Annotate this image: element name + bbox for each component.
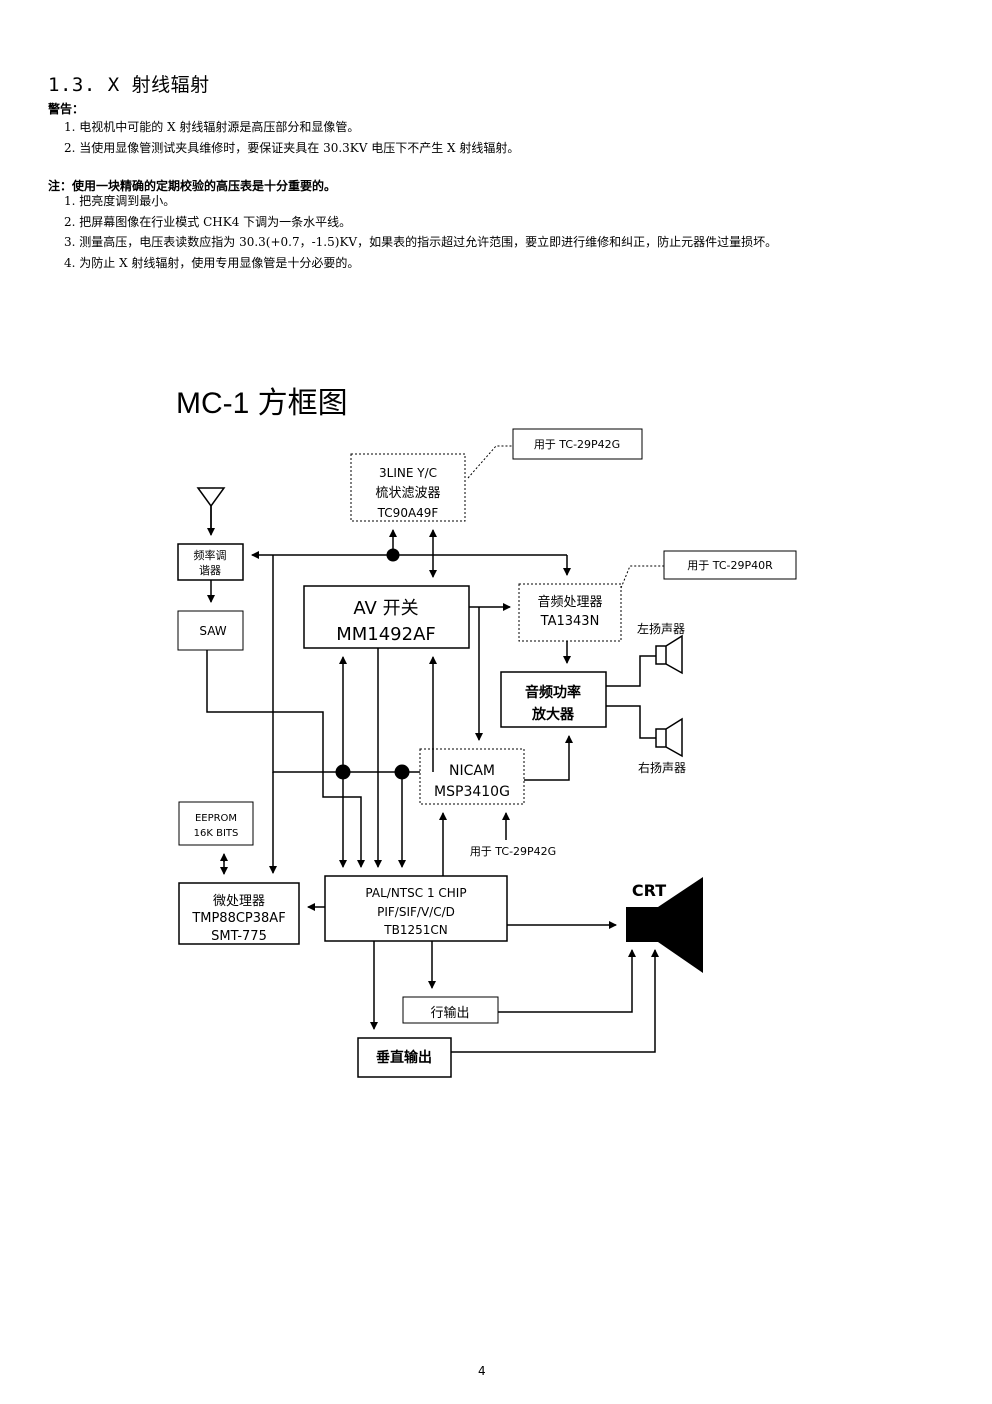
callout-label: 用于 TC-29P42G <box>534 438 620 451</box>
speaker-icon <box>655 717 683 758</box>
chip-label: PIF/SIF/V/C/D <box>377 905 455 919</box>
speaker-icon <box>655 634 683 675</box>
mcu-label: SMT-775 <box>211 929 267 944</box>
eeprom-label: EEPROM <box>195 813 237 824</box>
comb-filter-box <box>350 453 466 522</box>
note-title: 注：使用一块精确的定期校验的高压表是十分重要的。 <box>48 179 337 193</box>
audio-amp-box <box>500 671 607 728</box>
signal-line <box>606 705 656 739</box>
chip-label: TB1251CN <box>383 923 447 937</box>
signal-arrow <box>524 735 573 781</box>
chip-label: PAL/NTSC 1 CHIP <box>365 886 466 900</box>
left-speaker-label: 左扬声器 <box>637 621 685 636</box>
comb-filter-label: TC90A49F <box>377 506 439 520</box>
junction-dot <box>386 548 400 562</box>
signal-arrow <box>206 650 365 868</box>
h-out-label: 行输出 <box>430 1005 469 1021</box>
saw-label: SAW <box>199 624 226 638</box>
audio-processor-label: 音频处理器 <box>537 594 602 610</box>
eeprom-box <box>178 801 254 846</box>
nicam-label: MSP3410G <box>434 784 510 800</box>
callout-pointer <box>467 445 513 479</box>
signal-line <box>606 655 656 687</box>
mcu-label: TMP88CP38AF <box>191 911 285 926</box>
callout-box-tc29p42g <box>512 428 643 460</box>
eeprom-label: 16K BITS <box>194 828 239 839</box>
av-switch-label: AV 开关 <box>353 598 418 619</box>
mcu-label: 微处理器 <box>213 894 265 909</box>
signal-line <box>272 555 343 773</box>
list-item: 2. 当使用显像管测试夹具维修时，要保证夹具在 30.3KV 电压下不产生 X … <box>64 140 520 155</box>
av-switch-box <box>303 585 470 649</box>
audio-processor-box <box>518 583 622 642</box>
junction-dot <box>335 764 351 780</box>
nicam-note-label: 用于 TC-29P42G <box>470 845 556 858</box>
list-item: 1. 电视机中可能的 X 射线辐射源是高压部分和显像管。 <box>64 120 360 134</box>
callout-box-tc29p40r <box>663 550 797 580</box>
chip-box <box>324 875 508 942</box>
list-item: 2. 把屏幕图像在行业模式 CHK4 下调为一条水平线。 <box>64 214 352 229</box>
h-out-box <box>402 996 499 1024</box>
comb-filter-label: 3LINE Y/C <box>379 466 437 480</box>
tuner-label: 频率调 <box>194 548 227 562</box>
list-item: 3. 测量高压，电压表读数应指为 30.3(+0.7，-1.5)KV，如果表的指… <box>64 235 778 249</box>
signal-arrow <box>498 949 636 1013</box>
audio-amp-label: 放大器 <box>531 706 575 723</box>
page-number: 4 <box>478 1364 486 1378</box>
warning-list: 1. 电视机中可能的 X 射线辐射源是高压部分和显像管。 2. 当使用显像管测试… <box>64 117 519 158</box>
saw-box <box>177 610 244 651</box>
nicam-box <box>419 748 525 805</box>
warning-title: 警告： <box>48 102 85 116</box>
comb-filter-label: 梳状滤波器 <box>375 486 440 501</box>
diagram-title: MC-1 方框图 <box>176 387 348 420</box>
tuner-label: 谐器 <box>199 563 221 577</box>
av-switch-label: MM1492AF <box>336 624 436 645</box>
v-out-box <box>357 1037 452 1078</box>
list-item: 1. 把亮度调到最小。 <box>64 194 176 208</box>
callout-pointer <box>620 565 664 589</box>
audio-processor-label: TA1343N <box>540 614 600 629</box>
junction-dot <box>394 764 410 780</box>
note-list: 1. 把亮度调到最小。 2. 把屏幕图像在行业模式 CHK4 下调为一条水平线。… <box>64 191 777 273</box>
crt-icon <box>626 877 703 973</box>
right-speaker-label: 右扬声器 <box>638 760 686 775</box>
crt-label: CRT <box>632 881 666 900</box>
callout-label: 用于 TC-29P40R <box>687 559 773 572</box>
mcu-box <box>178 882 300 945</box>
section-heading: 1.3. X 射线辐射 <box>48 74 210 96</box>
list-item: 4. 为防止 X 射线辐射，使用专用显像管是十分必要的。 <box>64 255 360 270</box>
signal-arrow <box>451 949 659 1053</box>
v-out-label: 垂直输出 <box>376 1049 432 1066</box>
nicam-label: NICAM <box>449 763 495 779</box>
audio-amp-label: 音频功率 <box>525 684 581 701</box>
